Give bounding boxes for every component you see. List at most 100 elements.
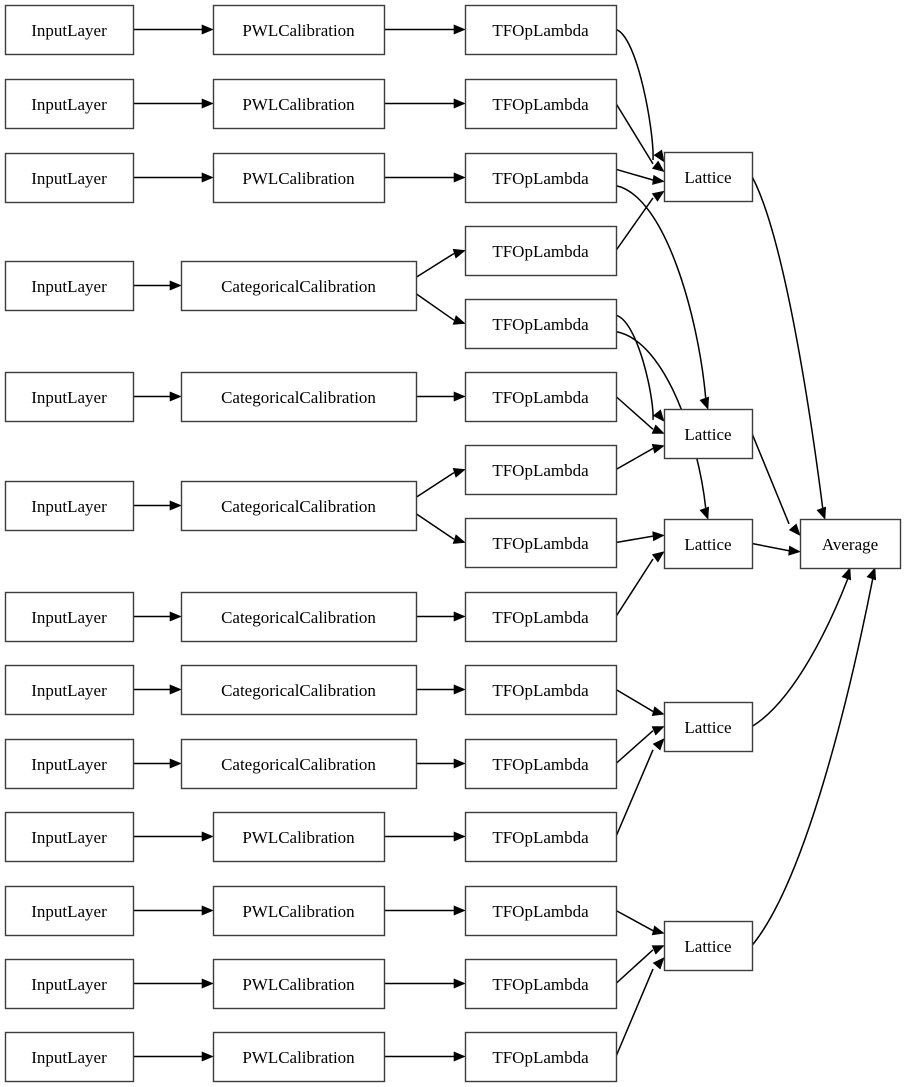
- node-input-layer[interactable]: InputLayer: [4, 4, 135, 56]
- node-input-layer[interactable]: InputLayer: [4, 260, 135, 312]
- node-box: [180, 664, 418, 716]
- node-tfop-lambda[interactable]: TFOpLambda: [464, 664, 618, 716]
- node-input-layer[interactable]: InputLayer: [4, 811, 135, 863]
- node-lattice[interactable]: Lattice: [663, 701, 754, 753]
- node-input-layer[interactable]: InputLayer: [4, 738, 135, 790]
- node-box: [4, 885, 135, 937]
- edge-categorical-calibration-to-tfop-lambda: [415, 468, 466, 498]
- edge-line: [751, 578, 849, 728]
- edge-line: [615, 168, 654, 181]
- node-box: [464, 225, 618, 277]
- edge-line: [615, 197, 654, 251]
- node-box: [4, 591, 135, 643]
- node-tfop-lambda[interactable]: TFOpLambda: [464, 298, 618, 350]
- edge-input-layer-to-categorical-calibration: [133, 611, 182, 622]
- node-tfop-lambda[interactable]: TFOpLambda: [464, 811, 618, 863]
- edge-line: [615, 749, 654, 837]
- arrowhead-pwlcalibration: [201, 24, 214, 35]
- edge-pwlcalibration-to-tfop-lambda: [384, 172, 466, 183]
- edge-categorical-calibration-to-tfop-lambda: [415, 248, 466, 278]
- node-tfop-lambda[interactable]: TFOpLambda: [464, 738, 618, 790]
- edge-lattice-to-average: [751, 542, 801, 556]
- edge-input-layer-to-pwlcalibration: [133, 831, 214, 842]
- node-lattice[interactable]: Lattice: [663, 518, 754, 570]
- node-box: [4, 371, 135, 423]
- edge-tfop-lambda-to-lattice: [615, 945, 665, 985]
- arrowhead-lattice: [653, 149, 665, 163]
- node-input-layer[interactable]: InputLayer: [4, 78, 135, 130]
- node-average[interactable]: Average: [799, 518, 902, 570]
- node-pwlcalibration[interactable]: PWLCalibration: [212, 811, 386, 863]
- node-input-layer[interactable]: InputLayer: [4, 885, 135, 937]
- node-tfop-lambda[interactable]: TFOpLambda: [464, 371, 618, 423]
- arrowhead-lattice: [651, 706, 665, 717]
- node-lattice[interactable]: Lattice: [663, 151, 754, 203]
- node-input-layer[interactable]: InputLayer: [4, 480, 135, 532]
- node-categorical-calibration[interactable]: CategoricalCalibration: [180, 591, 418, 643]
- edge-lattice-to-average: [751, 433, 801, 536]
- node-categorical-calibration[interactable]: CategoricalCalibration: [180, 664, 418, 716]
- arrowhead-tfop-lambda: [453, 611, 466, 622]
- edge-line: [751, 433, 790, 525]
- edge-input-layer-to-categorical-calibration: [133, 684, 182, 695]
- node-box: [4, 260, 135, 312]
- edge-tfop-lambda-to-lattice: [615, 688, 665, 717]
- node-pwlcalibration[interactable]: PWLCalibration: [212, 885, 386, 937]
- node-box: [180, 738, 418, 790]
- node-lattice[interactable]: Lattice: [663, 920, 754, 972]
- node-pwlcalibration[interactable]: PWLCalibration: [212, 1031, 386, 1083]
- node-pwlcalibration[interactable]: PWLCalibration: [212, 152, 386, 204]
- arrowhead-tfop-lambda: [453, 391, 466, 402]
- arrowhead-categorical-calibration: [169, 758, 182, 769]
- node-box: [464, 958, 618, 1010]
- node-box: [4, 1031, 135, 1083]
- edge-pwlcalibration-to-tfop-lambda: [384, 98, 466, 109]
- node-tfop-lambda[interactable]: TFOpLambda: [464, 517, 618, 569]
- node-box: [464, 517, 618, 569]
- edge-lattice-to-average: [751, 567, 852, 728]
- node-categorical-calibration[interactable]: CategoricalCalibration: [180, 738, 418, 790]
- node-tfop-lambda[interactable]: TFOpLambda: [464, 4, 618, 56]
- node-input-layer[interactable]: InputLayer: [4, 591, 135, 643]
- node-box: [663, 151, 754, 203]
- node-tfop-lambda[interactable]: TFOpLambda: [464, 958, 618, 1010]
- arrowhead-categorical-calibration: [169, 684, 182, 695]
- node-input-layer[interactable]: InputLayer: [4, 664, 135, 716]
- edge-line: [615, 535, 654, 544]
- node-lattice[interactable]: Lattice: [663, 408, 754, 460]
- node-tfop-lambda[interactable]: TFOpLambda: [464, 225, 618, 277]
- node-pwlcalibration[interactable]: PWLCalibration: [212, 4, 386, 56]
- node-tfop-lambda[interactable]: TFOpLambda: [464, 152, 618, 204]
- edge-line: [615, 688, 654, 713]
- node-categorical-calibration[interactable]: CategoricalCalibration: [180, 260, 418, 312]
- node-box: [212, 1031, 386, 1083]
- node-tfop-lambda[interactable]: TFOpLambda: [464, 78, 618, 130]
- edge-tfop-lambda-to-lattice: [615, 184, 710, 410]
- node-categorical-calibration[interactable]: CategoricalCalibration: [180, 371, 418, 423]
- edge-line: [615, 447, 654, 471]
- edge-line: [615, 968, 654, 1057]
- node-input-layer[interactable]: InputLayer: [4, 371, 135, 423]
- edge-line: [751, 542, 790, 552]
- arrowhead-lattice: [651, 443, 665, 454]
- node-tfop-lambda[interactable]: TFOpLambda: [464, 885, 618, 937]
- node-box: [4, 152, 135, 204]
- edge-line: [415, 513, 455, 540]
- node-input-layer[interactable]: InputLayer: [4, 1031, 135, 1083]
- node-input-layer[interactable]: InputLayer: [4, 958, 135, 1010]
- node-pwlcalibration[interactable]: PWLCalibration: [212, 78, 386, 130]
- node-box: [464, 811, 618, 863]
- arrowhead-pwlcalibration: [201, 172, 214, 183]
- node-input-layer[interactable]: InputLayer: [4, 152, 135, 204]
- node-box: [464, 4, 618, 56]
- edge-input-layer-to-categorical-calibration: [133, 758, 182, 769]
- edge-categorical-calibration-to-tfop-lambda: [415, 293, 466, 325]
- node-box: [212, 78, 386, 130]
- node-tfop-lambda[interactable]: TFOpLambda: [464, 444, 618, 496]
- node-tfop-lambda[interactable]: TFOpLambda: [464, 1031, 618, 1083]
- node-categorical-calibration[interactable]: CategoricalCalibration: [180, 480, 418, 532]
- node-pwlcalibration[interactable]: PWLCalibration: [212, 958, 386, 1010]
- node-tfop-lambda[interactable]: TFOpLambda: [464, 591, 618, 643]
- edge-input-layer-to-pwlcalibration: [133, 24, 214, 35]
- arrowhead-tfop-lambda: [453, 905, 466, 916]
